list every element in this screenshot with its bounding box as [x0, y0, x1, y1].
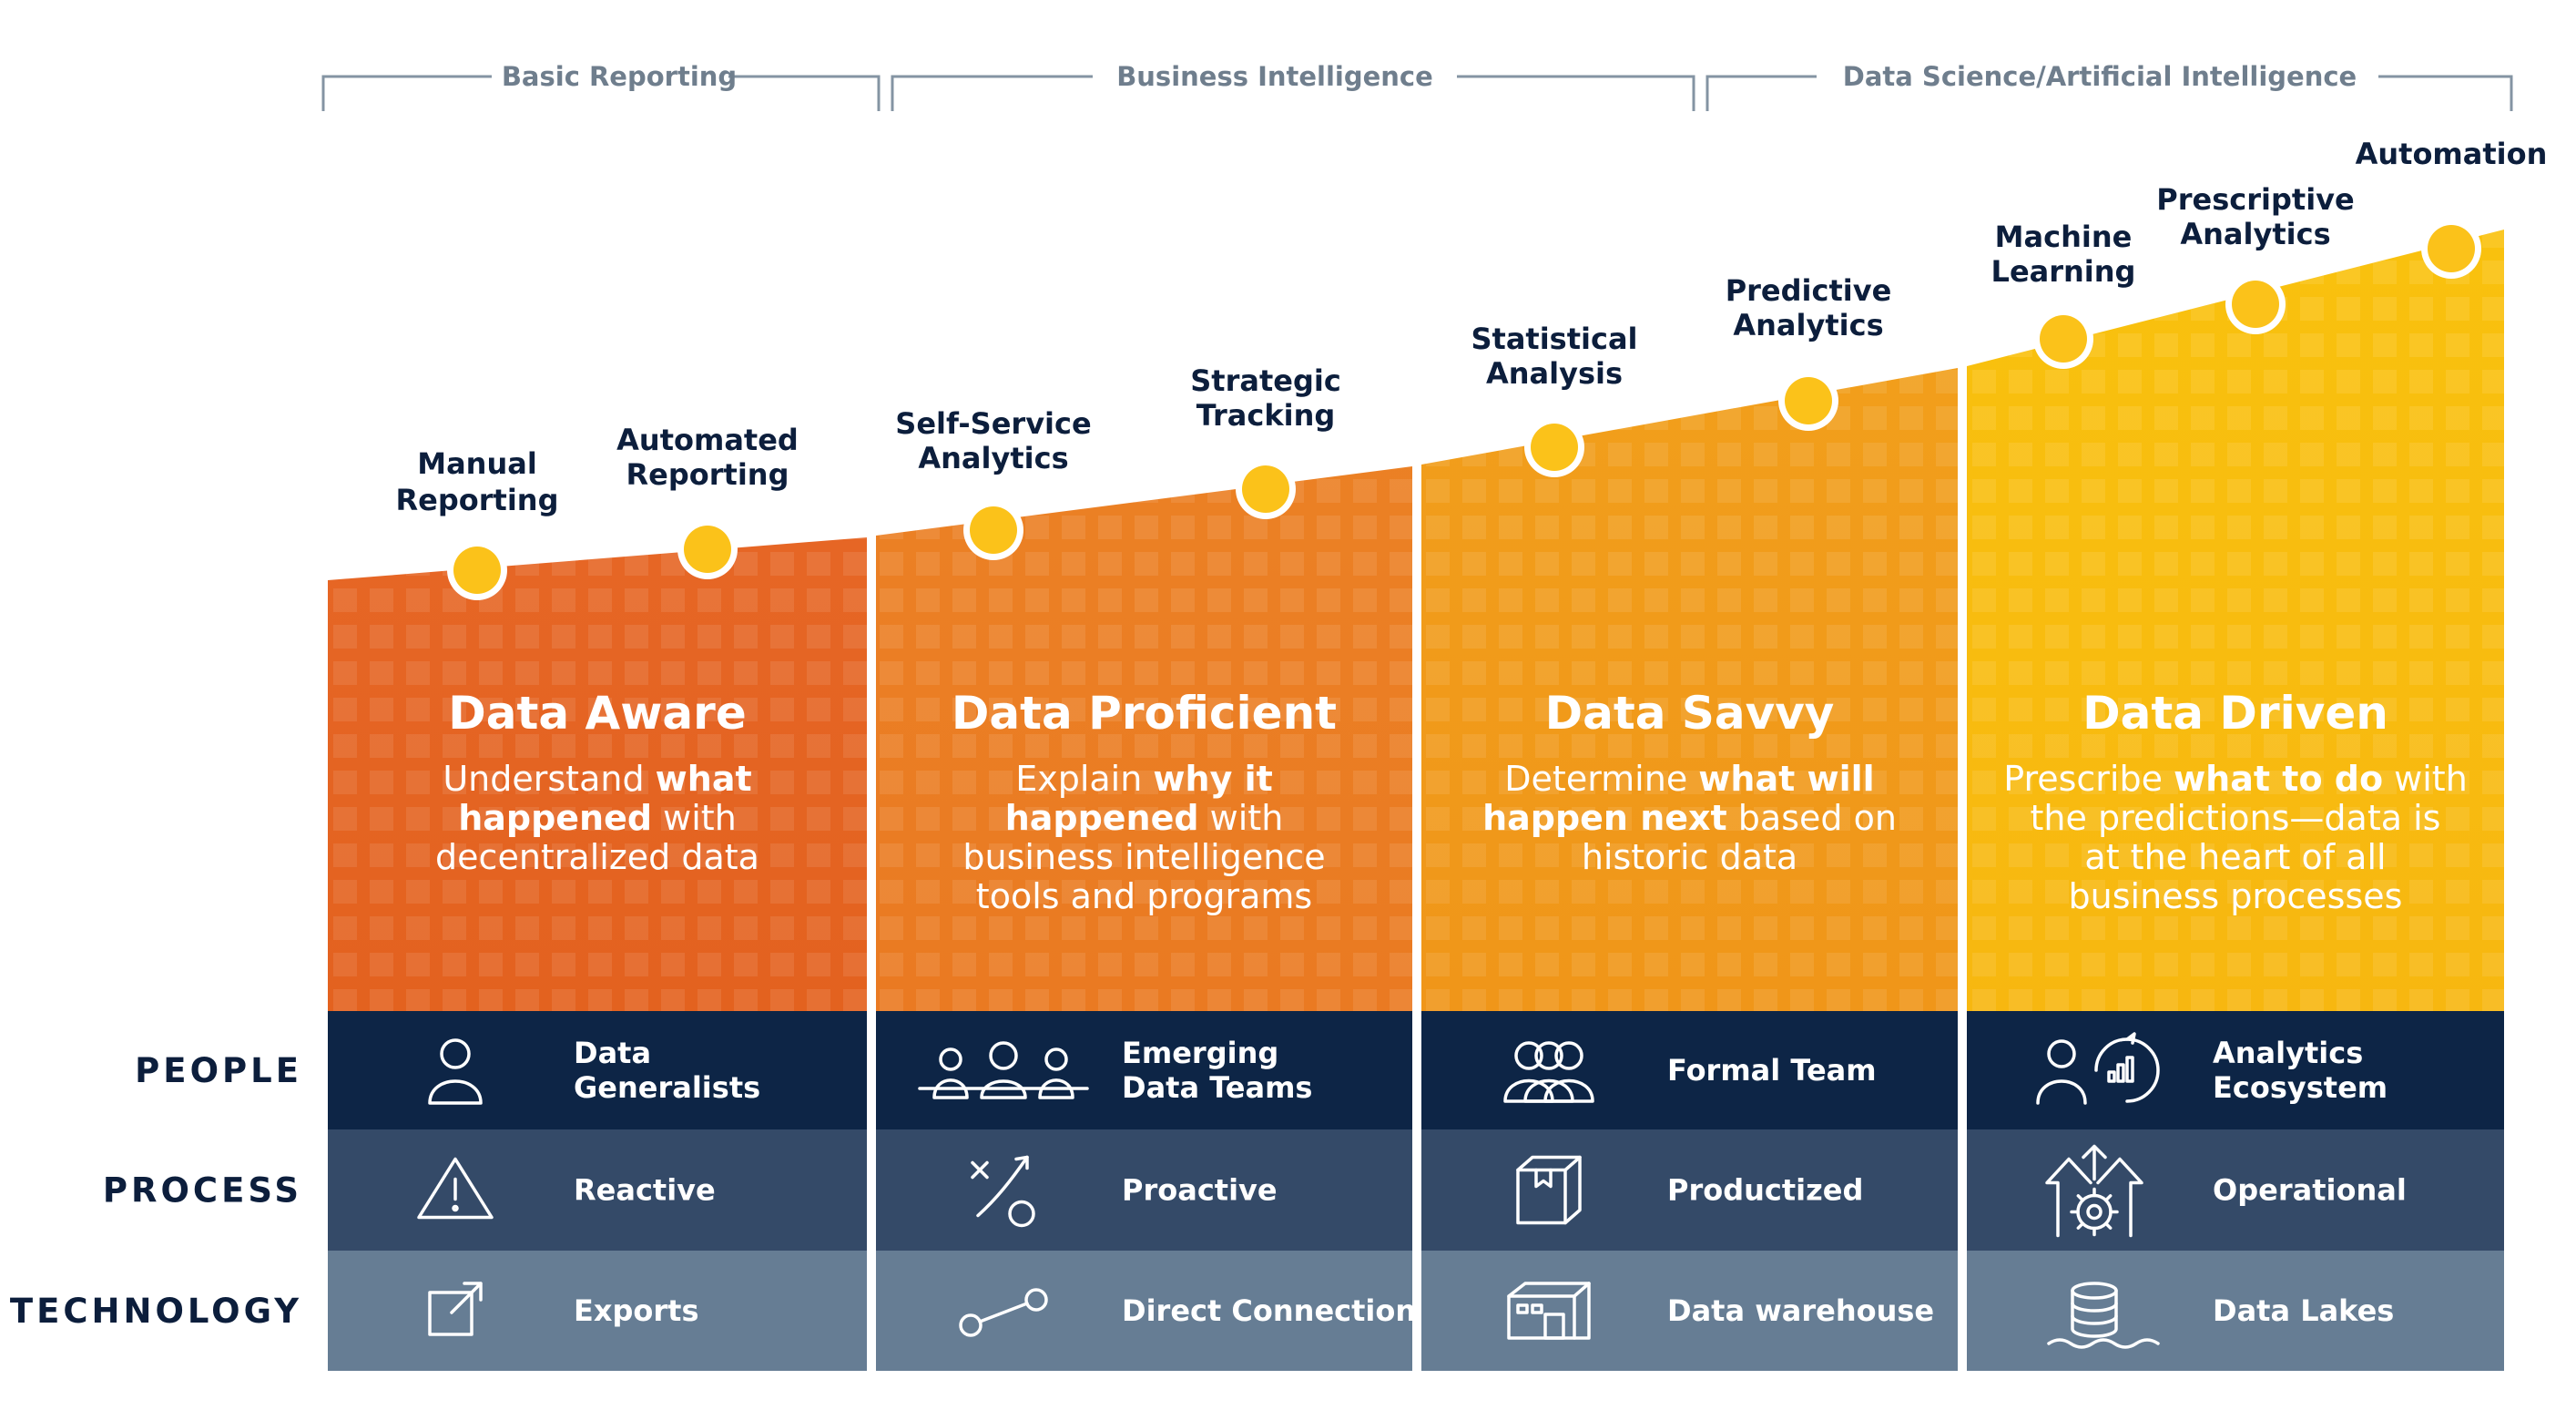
milestone-label: Prescriptive	[2156, 182, 2354, 217]
capability-text: Productized	[1667, 1173, 1863, 1208]
stage-title: Data Proficient	[952, 687, 1337, 740]
capability-cell	[1967, 1011, 2504, 1129]
milestone-dot	[2040, 315, 2087, 363]
capability-cell	[328, 1011, 867, 1129]
milestone-dot	[2428, 225, 2475, 272]
capability-text: Emerging	[1122, 1036, 1278, 1070]
capability-text: Data	[574, 1036, 651, 1070]
capability-text: Generalists	[574, 1070, 760, 1105]
person-icon	[428, 1038, 483, 1105]
milestone-dot	[453, 547, 501, 594]
capability-cell	[1967, 1251, 2504, 1371]
milestone-label: Tracking	[1196, 398, 1336, 433]
stage-divider	[1958, 510, 1967, 1384]
operations-gear-icon	[2045, 1144, 2143, 1238]
capability-text: Ecosystem	[2213, 1070, 2388, 1105]
capability-text: Data Teams	[1122, 1070, 1312, 1105]
stage-divider	[1412, 510, 1421, 1384]
milestone-label: Reporting	[396, 483, 559, 517]
milestone-label: Automation	[2356, 137, 2548, 171]
stage-texture	[328, 230, 867, 1011]
milestone-dot	[1531, 424, 1578, 471]
row-label: TECHNOLOGY	[10, 1292, 302, 1331]
capability-text: Operational	[2213, 1173, 2407, 1208]
milestone-label: Analytics	[918, 441, 1068, 475]
export-icon	[428, 1282, 483, 1336]
emerging-team-icon	[918, 1041, 1089, 1099]
capability-text: Analytics	[2213, 1036, 2363, 1070]
stage-title: Data Savvy	[1545, 687, 1835, 740]
phase-label: Data Science/Artificial Intelligence	[1843, 61, 2357, 92]
capability-cell	[328, 1129, 867, 1251]
warehouse-icon	[1507, 1282, 1591, 1340]
stage-title: Data Driven	[2082, 687, 2388, 740]
phase-label: Business Intelligence	[1116, 61, 1433, 92]
milestone-label: Predictive	[1726, 273, 1892, 308]
milestone-label: Analytics	[1733, 308, 1883, 342]
milestone-dot	[2232, 281, 2279, 328]
capability-cell	[1421, 1011, 1958, 1129]
milestone-label: Reporting	[626, 457, 789, 492]
row-label: PEOPLE	[135, 1051, 302, 1090]
capability-cell	[876, 1129, 1412, 1251]
capability-text: Formal Team	[1667, 1053, 1877, 1088]
phase-brackets: Basic Reporting Business Intelligence Data…	[321, 61, 2513, 111]
capability-text: Reactive	[574, 1173, 716, 1208]
milestone-dot	[684, 526, 731, 573]
milestone-dot	[970, 506, 1017, 554]
milestone-label: Learning	[1991, 254, 2136, 289]
stage-divider	[867, 510, 876, 1384]
capability-cell	[1421, 1251, 1958, 1371]
phase-label: Basic Reporting	[502, 61, 737, 92]
milestone-label: Machine	[1995, 220, 2133, 254]
milestones: ManualReportingAutomatedReportingSelf-Se…	[396, 137, 2548, 600]
capability-text: Data warehouse	[1667, 1293, 1934, 1328]
capability-text: Exports	[574, 1293, 699, 1328]
capability-cell	[1421, 1129, 1958, 1251]
milestone-label: Analytics	[2180, 217, 2330, 251]
analytics-ecosystem-icon	[2036, 1032, 2160, 1105]
capability-text: Data Lakes	[2213, 1293, 2394, 1328]
warning-icon	[417, 1157, 494, 1220]
milestone-dot	[1785, 377, 1832, 424]
capability-cell	[876, 1251, 1412, 1371]
database-lake-icon	[2047, 1282, 2160, 1349]
capability-text: Proactive	[1122, 1173, 1278, 1208]
milestone-label: Automated	[616, 423, 799, 457]
milestone-label: Analysis	[1486, 356, 1623, 391]
package-box-icon	[1516, 1155, 1582, 1225]
milestone-label: Self-Service	[895, 406, 1091, 441]
milestone-label: Strategic	[1190, 363, 1341, 398]
stage-title: Data Aware	[448, 687, 747, 740]
capability-cell	[328, 1251, 867, 1371]
connection-icon	[959, 1288, 1048, 1337]
milestone-label: Statistical	[1471, 322, 1637, 356]
capability-cell	[876, 1011, 1412, 1129]
phase-bracket-line	[321, 75, 881, 111]
row-label: PROCESS	[103, 1171, 302, 1211]
strategy-play-icon	[971, 1155, 1035, 1228]
phase-bracket-line	[1705, 75, 2513, 111]
formal-team-icon	[1503, 1041, 1594, 1103]
capability-text: Direct Connections	[1122, 1293, 1433, 1328]
phase-bracket-line	[891, 75, 1695, 111]
milestone-dot	[1242, 465, 1289, 513]
milestone-label: Manual	[417, 446, 537, 481]
